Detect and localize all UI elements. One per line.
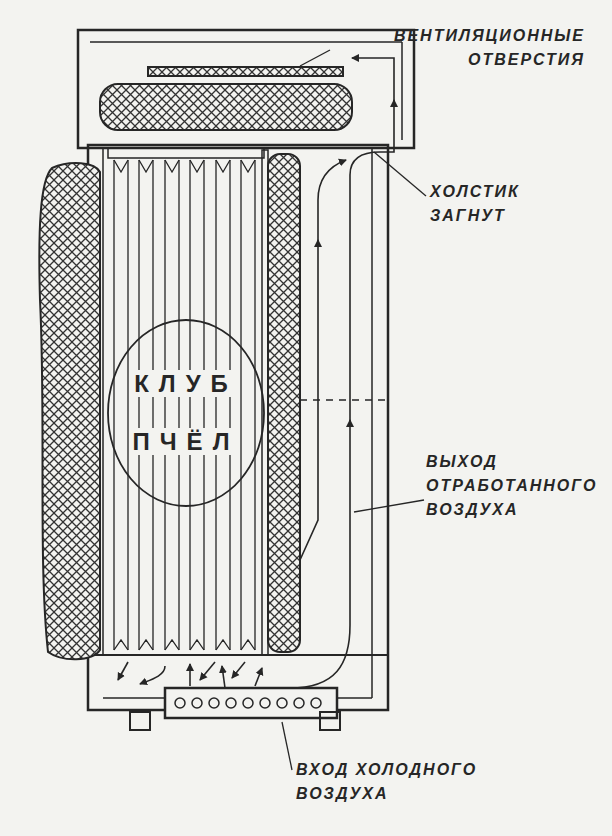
exhaust-label-box: ВЫХОД ОТРАБОТАННОГО ВОЗДУХА xyxy=(426,450,591,522)
cluster-label: КЛУБ ПЧЁЛ xyxy=(126,355,246,471)
cluster-outline xyxy=(106,318,266,508)
cluster-text-holder: КЛУБ ПЧЁЛ xyxy=(106,318,266,508)
intake-label: ВХОД ХОЛОДНОГО ВОЗДУХА xyxy=(296,761,477,802)
vent-label-box: ВЕНТИЛЯЦИОННЫЕ ОТВЕРСТИЯ xyxy=(325,24,585,72)
exhaust-label: ВЫХОД ОТРАБОТАННОГО ВОЗДУХА xyxy=(426,453,597,518)
vent-label: ВЕНТИЛЯЦИОННЫЕ ОТВЕРСТИЯ xyxy=(394,27,585,68)
cloth-label-box: ХОЛСТИК ЗАГНУТ xyxy=(430,180,550,228)
cloth-label: ХОЛСТИК ЗАГНУТ xyxy=(430,183,520,224)
bee-cluster: КЛУБ ПЧЁЛ xyxy=(106,318,266,508)
intake-label-box: ВХОД ХОЛОДНОГО ВОЗДУХА xyxy=(296,758,516,806)
